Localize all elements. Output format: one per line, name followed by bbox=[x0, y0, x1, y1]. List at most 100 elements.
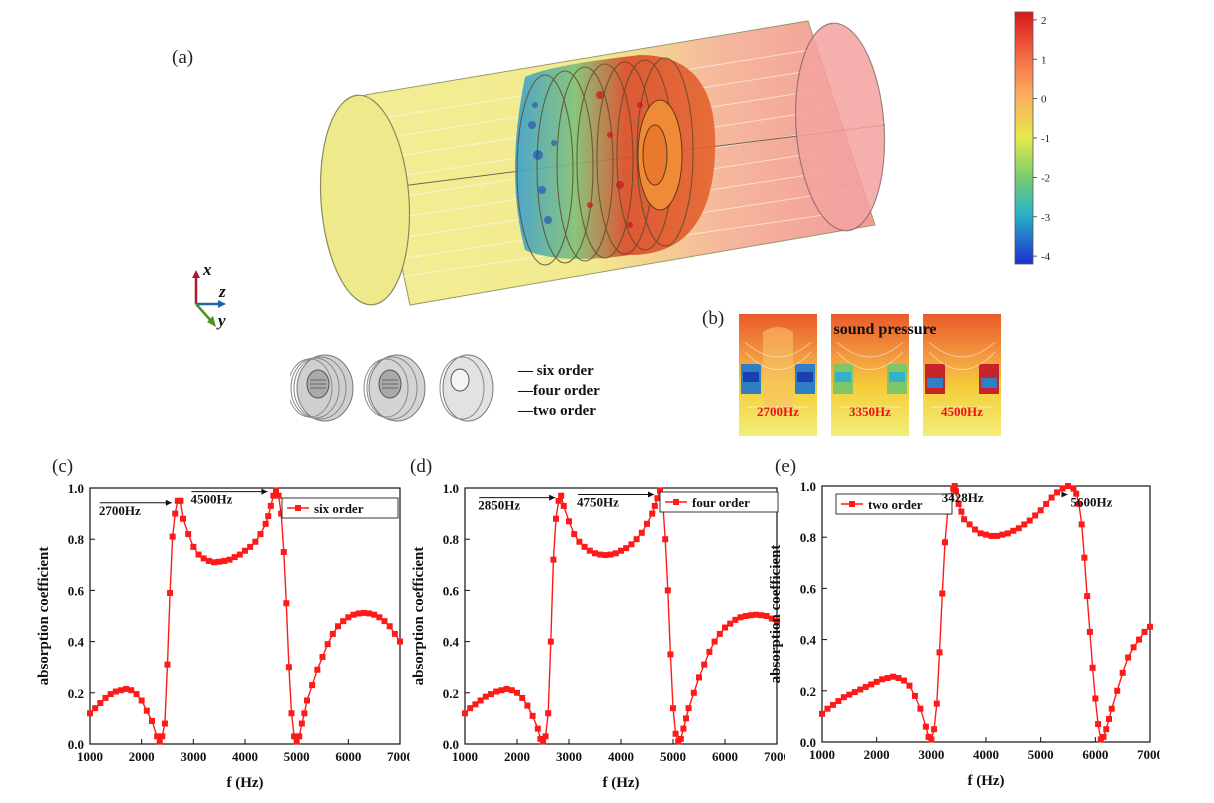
data-point bbox=[1084, 593, 1091, 600]
data-point bbox=[955, 500, 962, 507]
data-point bbox=[211, 559, 217, 566]
data-point bbox=[350, 611, 357, 618]
y-tick-label: 0.4 bbox=[800, 633, 817, 648]
data-point bbox=[701, 661, 708, 668]
data-point bbox=[1075, 500, 1082, 507]
axis-triad: x z y bbox=[192, 260, 226, 330]
data-point bbox=[319, 653, 326, 660]
data-point bbox=[597, 551, 604, 558]
data-point bbox=[988, 532, 995, 539]
four-order-thumbnail bbox=[363, 354, 426, 422]
data-point bbox=[879, 676, 886, 683]
x-tick-label: 1000 bbox=[809, 747, 835, 762]
data-point bbox=[102, 694, 109, 701]
colorbar-gradient bbox=[1014, 11, 1034, 265]
data-point bbox=[324, 641, 331, 648]
data-point bbox=[906, 682, 913, 689]
data-point bbox=[618, 547, 624, 554]
data-point bbox=[177, 497, 184, 504]
y-axis-label: absorption coefficient bbox=[770, 545, 784, 684]
data-point bbox=[677, 735, 684, 742]
data-point bbox=[231, 554, 238, 561]
data-point bbox=[824, 705, 831, 712]
y-tick-label: 1.0 bbox=[68, 481, 84, 496]
data-point bbox=[972, 526, 979, 533]
x-tick-label: 2000 bbox=[129, 749, 155, 764]
component-thumbnails bbox=[290, 354, 494, 422]
data-point bbox=[623, 545, 630, 552]
panel-label-b: (b) bbox=[702, 308, 725, 329]
data-point bbox=[133, 691, 140, 698]
data-point bbox=[252, 538, 259, 545]
map-3350 bbox=[831, 314, 909, 436]
data-point bbox=[566, 518, 572, 525]
data-point bbox=[560, 502, 567, 509]
data-point bbox=[298, 720, 305, 727]
legend-label: two order bbox=[868, 497, 923, 512]
map-2700 bbox=[739, 314, 817, 436]
x-axis-label: f (Hz) bbox=[226, 775, 263, 791]
data-point bbox=[884, 675, 891, 681]
data-point bbox=[190, 543, 197, 550]
data-point bbox=[711, 638, 718, 645]
data-point bbox=[371, 611, 378, 618]
legend-marker bbox=[849, 501, 855, 507]
data-point bbox=[851, 689, 858, 696]
data-point bbox=[92, 705, 99, 712]
data-point bbox=[696, 674, 702, 681]
y-tick-label: 0.0 bbox=[443, 737, 459, 752]
data-point bbox=[558, 492, 565, 499]
data-point bbox=[868, 681, 875, 688]
data-point bbox=[314, 666, 321, 673]
data-point bbox=[933, 700, 940, 707]
data-point bbox=[366, 610, 372, 617]
data-point bbox=[283, 600, 290, 607]
data-point bbox=[862, 683, 869, 690]
x-tick-label: 5000 bbox=[284, 749, 310, 764]
triad-label-x: x bbox=[202, 260, 212, 279]
data-point bbox=[685, 705, 692, 712]
legend-six-order: — six order bbox=[518, 363, 594, 379]
data-point bbox=[128, 687, 135, 694]
data-point bbox=[654, 495, 661, 502]
data-point bbox=[397, 638, 403, 645]
data-point bbox=[835, 698, 842, 705]
data-point bbox=[936, 649, 943, 656]
data-point bbox=[553, 515, 559, 522]
data-point bbox=[758, 612, 765, 619]
colorbar-tick-label: -4 bbox=[1041, 251, 1051, 263]
data-point bbox=[748, 612, 754, 619]
data-point bbox=[873, 678, 880, 685]
x-axis-label: f (Hz) bbox=[967, 773, 1004, 789]
data-point bbox=[576, 538, 583, 545]
data-point bbox=[161, 720, 168, 727]
data-point bbox=[87, 710, 93, 717]
data-point bbox=[226, 556, 233, 563]
data-point bbox=[1114, 687, 1121, 694]
freq-label-3350: 3350Hz bbox=[849, 404, 891, 419]
x-tick-label: 4000 bbox=[232, 749, 258, 764]
annotation-arrowhead bbox=[549, 494, 556, 501]
data-point bbox=[156, 738, 163, 745]
data-point bbox=[329, 630, 336, 637]
data-point bbox=[670, 705, 676, 712]
x-tick-label: 3000 bbox=[918, 747, 944, 762]
data-point bbox=[664, 587, 671, 594]
data-point bbox=[185, 531, 192, 538]
y-tick-label: 0.8 bbox=[800, 530, 817, 545]
legend-label: six order bbox=[314, 501, 364, 516]
data-point bbox=[360, 609, 367, 616]
data-point bbox=[895, 675, 902, 681]
data-point bbox=[267, 502, 274, 509]
data-point bbox=[722, 624, 728, 631]
data-point bbox=[467, 705, 474, 712]
data-point bbox=[1147, 623, 1153, 630]
y-tick-label: 0.0 bbox=[800, 735, 816, 750]
data-point bbox=[304, 697, 310, 704]
data-point bbox=[1130, 644, 1137, 651]
series-line bbox=[464, 488, 778, 743]
data-point bbox=[335, 623, 341, 630]
legend-box bbox=[281, 497, 399, 519]
